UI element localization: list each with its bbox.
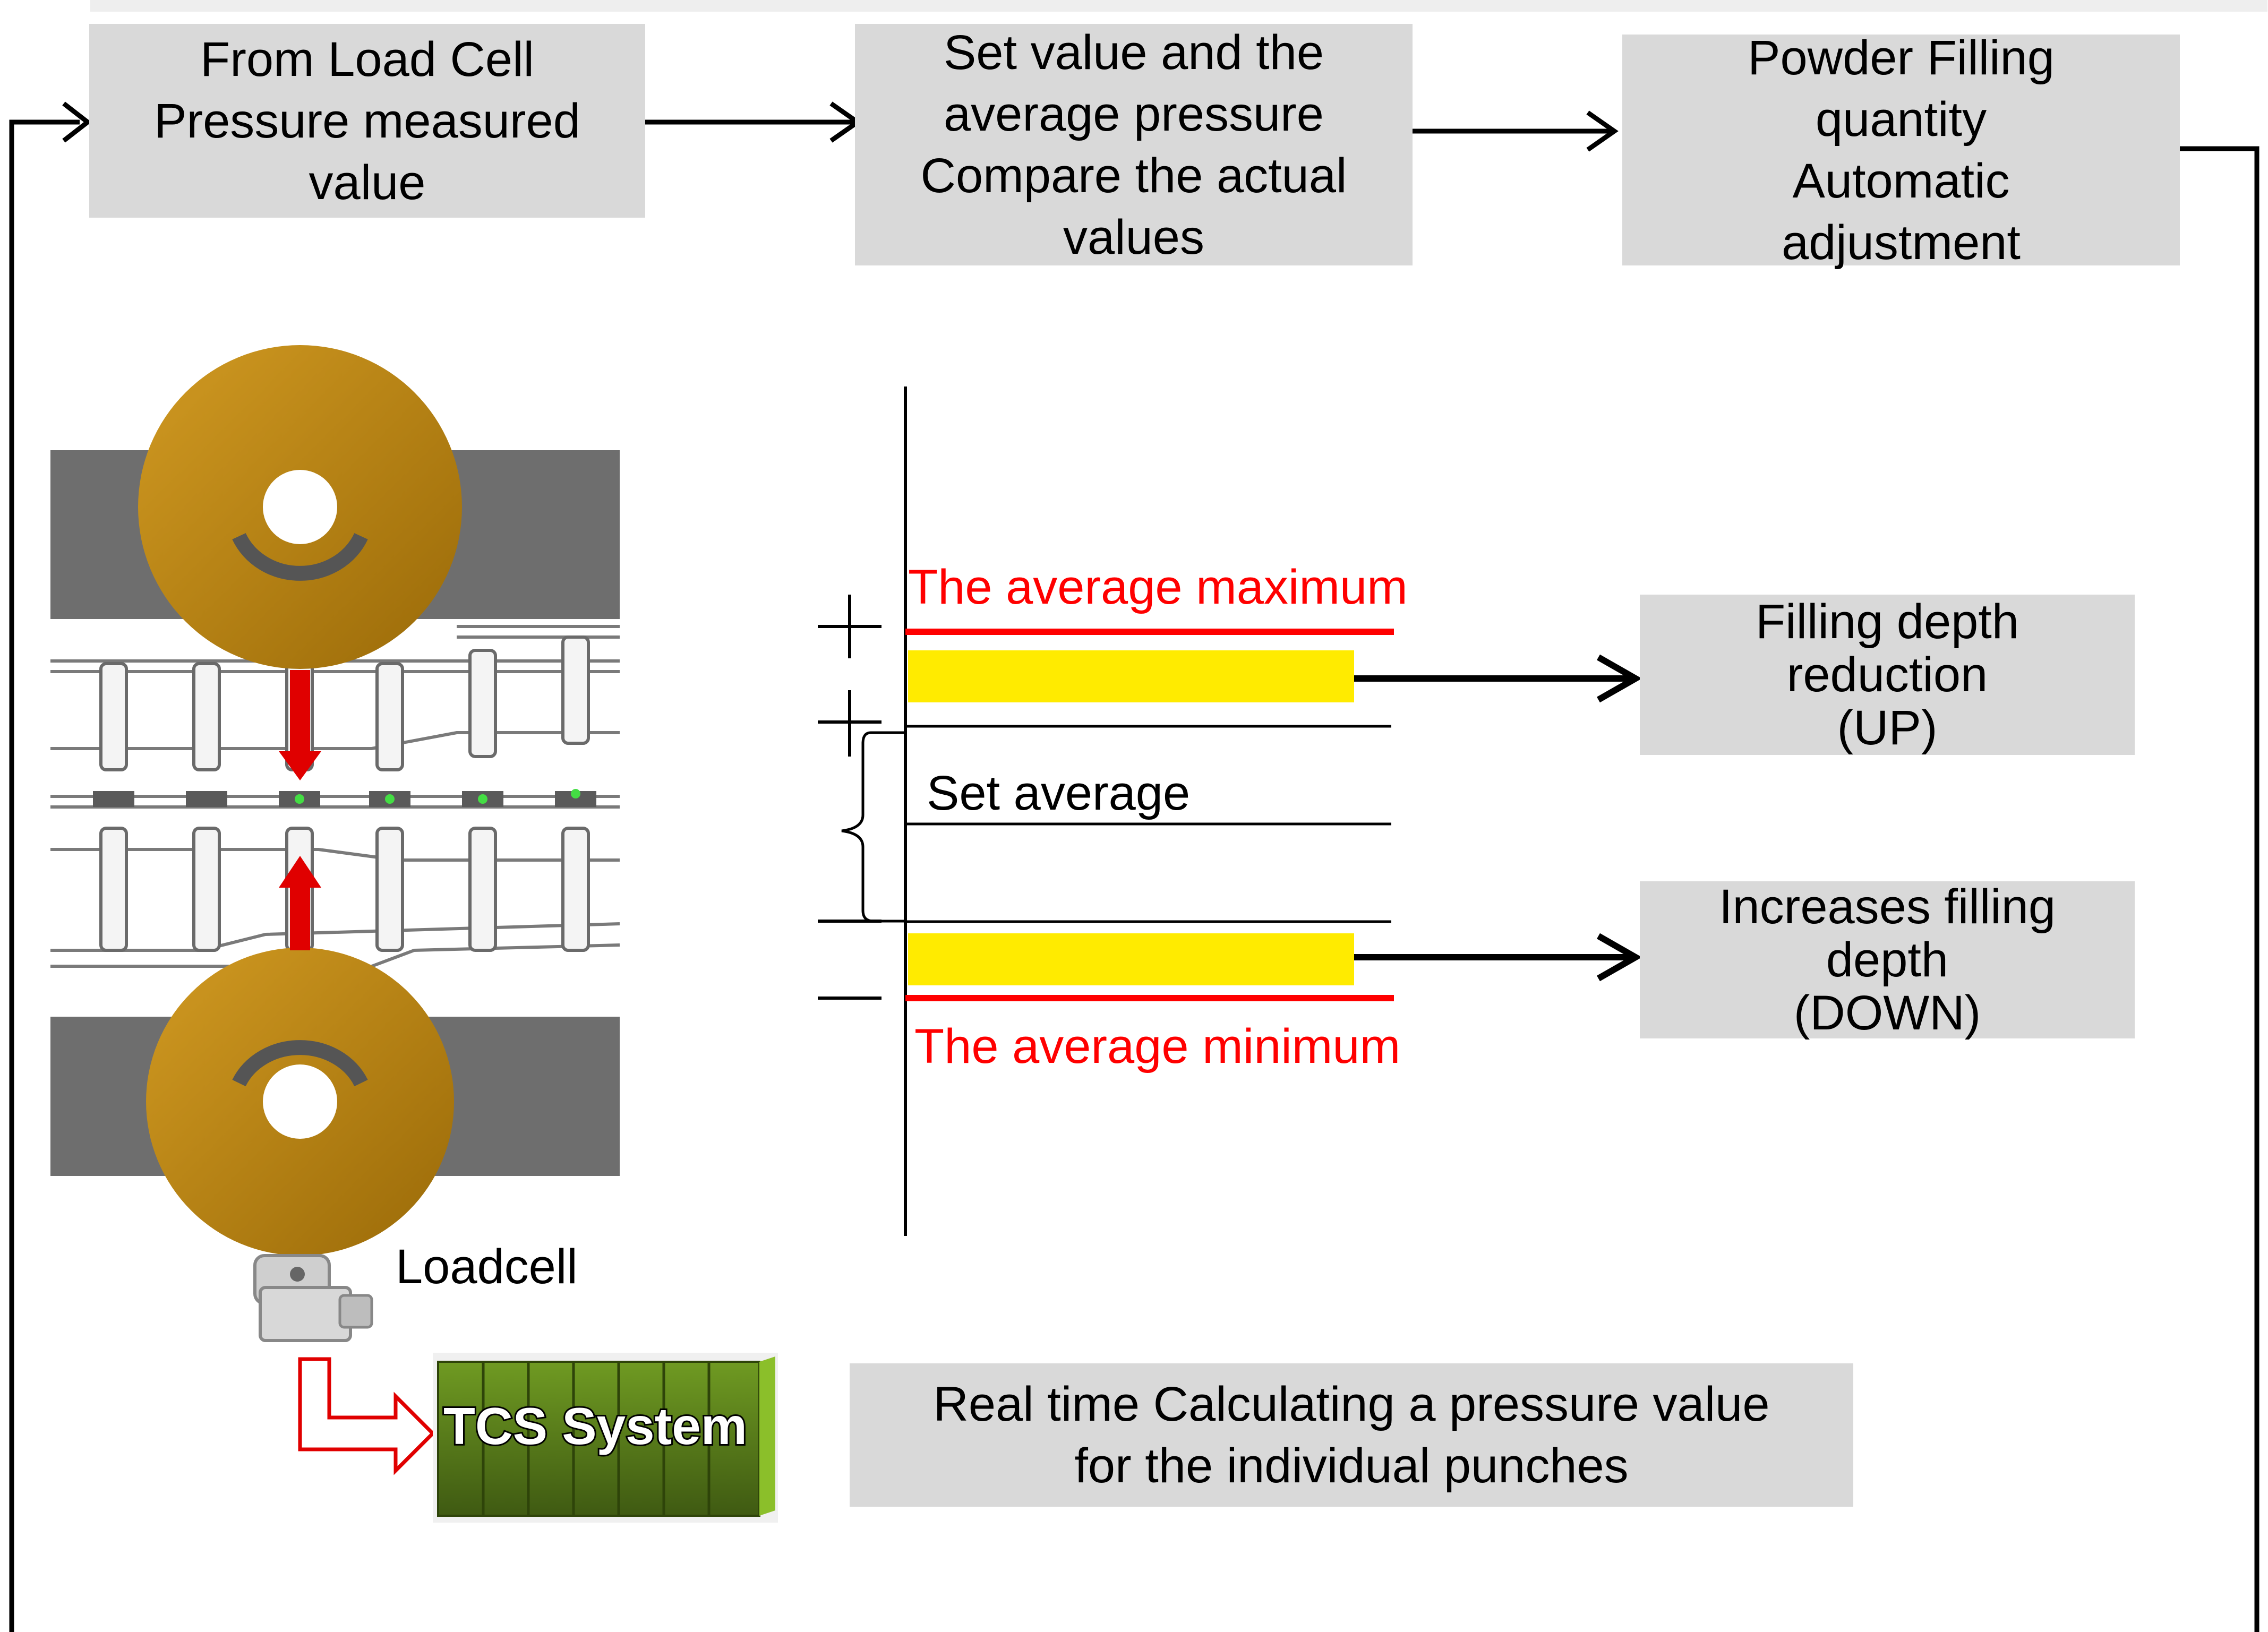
tcs-system-block (433, 1353, 778, 1523)
tolerance-brace (841, 731, 907, 923)
action-arrows (1354, 654, 1642, 982)
average-max-label: The average maximum (908, 560, 1408, 614)
up-action-arrowhead (1597, 654, 1642, 703)
upper-rotation-arrow (232, 532, 368, 581)
feedback-loop (9, 101, 2260, 1632)
step-adjustment-box: Powder Filling quantity Automatic adjust… (1622, 31, 2180, 270)
arrow-step2-head (1586, 110, 1619, 152)
loadcell-to-tcs-arrow (298, 1357, 435, 1475)
loadcell-device (253, 1254, 373, 1342)
lower-roller-hub (263, 1064, 337, 1139)
filling-depth-down-box: Increases filling depth (DOWN) (1640, 880, 2135, 1040)
realtime-calculation-box: Real time Calculating a pressure value f… (850, 1363, 1853, 1507)
feedback-arrowhead (62, 101, 92, 143)
tablet-press-illustration (50, 345, 620, 1342)
feedback-line-left (9, 119, 80, 1632)
lower-rotation-arrow (232, 1040, 368, 1087)
lower-punches (99, 827, 590, 952)
upper-roller-hub (263, 470, 337, 544)
control-chart (818, 386, 1642, 1236)
compression-force-arrows (279, 670, 321, 950)
lower-yellow-band (908, 933, 1354, 985)
plus-minus-ticks (818, 595, 881, 1000)
filling-depth-up-box: Filling depth reduction (UP) (1640, 595, 2135, 755)
average-min-label: The average minimum (914, 1019, 1401, 1073)
tcs-system-label: TCS System (442, 1395, 749, 1457)
top-strip (90, 0, 2267, 12)
down-action-arrowhead (1597, 933, 1642, 982)
loadcell-label: Loadcell (396, 1240, 578, 1294)
step-load-cell-box: From Load Cell Pressure measured value (89, 24, 645, 218)
step-compare-box: Set value and the average pressure Compa… (855, 24, 1413, 265)
die-markers (295, 789, 580, 804)
upper-yellow-band (908, 650, 1354, 702)
set-average-label: Set average (927, 766, 1191, 820)
feedback-line-right (2177, 146, 2260, 1632)
